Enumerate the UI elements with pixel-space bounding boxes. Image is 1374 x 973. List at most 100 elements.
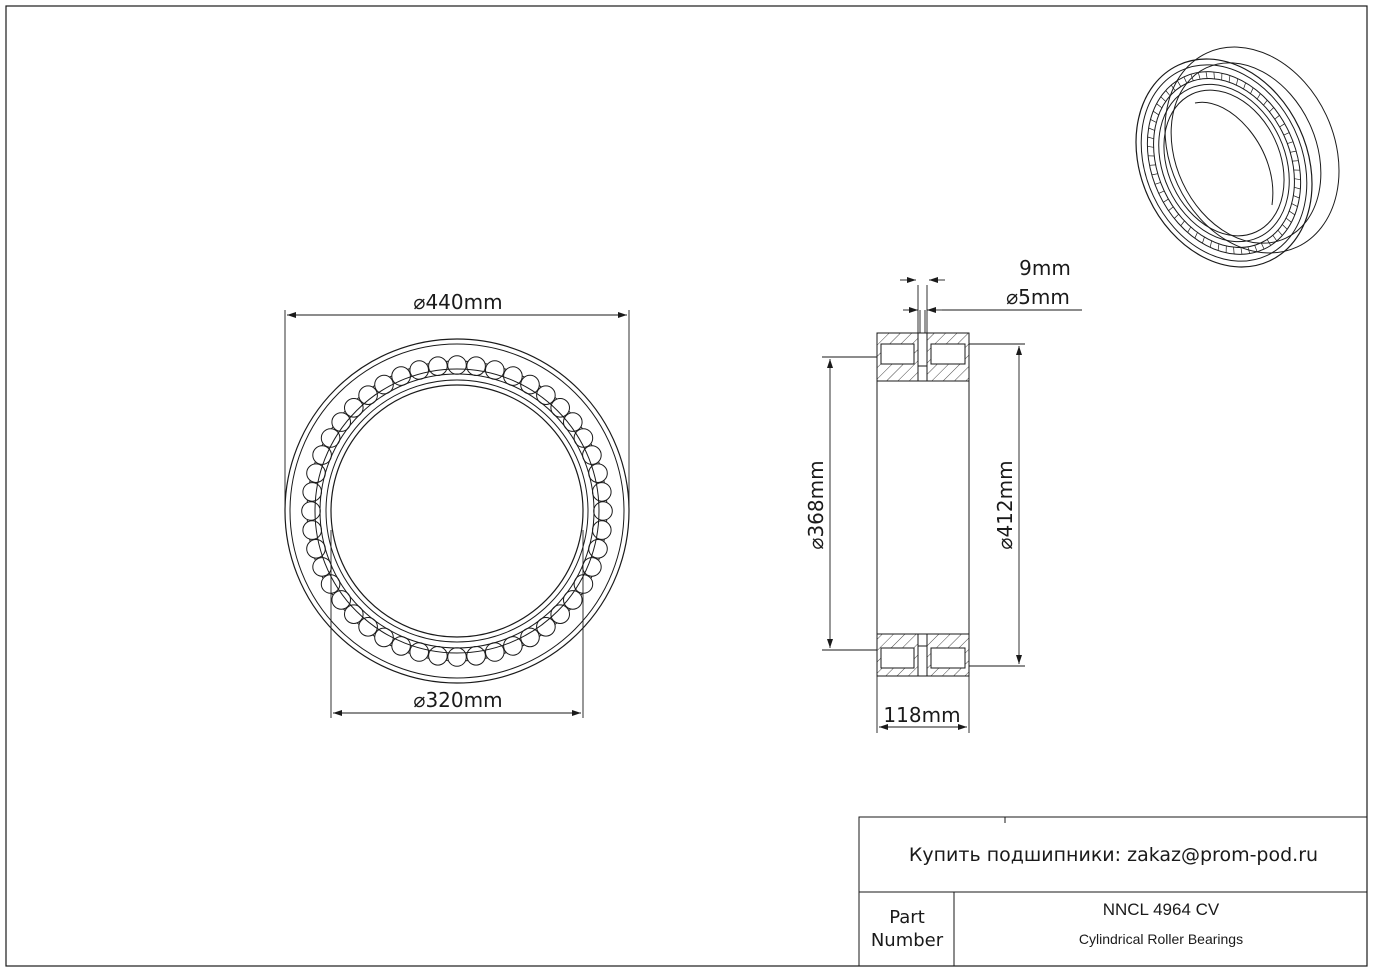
outer-diameter-value: 440mm [425,290,502,314]
iso-roller [1289,210,1295,216]
iso-roller [1266,239,1272,246]
title-block [858,816,1368,967]
diameter-symbol: ⌀ [413,290,425,314]
iso-roller [1293,195,1300,199]
roller [312,557,332,577]
roller [563,412,583,432]
roller-top-left [880,343,915,365]
iso-back-inner-edge [1170,62,1322,244]
diameter-symbol: ⌀ [413,688,425,712]
roller [302,520,323,540]
roller [391,366,411,386]
groove-width-label: 9mm [1019,256,1071,280]
iso-roller [1158,190,1165,194]
iso-roller [1217,243,1220,251]
roller [331,412,352,432]
iso-roller [1147,145,1154,148]
iso-roller [1274,115,1280,120]
iso-roller [1250,87,1254,94]
diameter-symbol: ⌀ [1006,285,1018,309]
iso-roller [1243,82,1246,90]
iso-roller [1187,226,1192,233]
front-view [284,338,630,684]
iso-bore-depth [1194,101,1274,206]
diameter-symbol: ⌀ [993,538,1017,550]
outer-diameter-label: ⌀440mm [413,290,502,314]
section-dimensions [822,277,1082,733]
iso-roller-outer [1146,71,1302,255]
iso-roller [1194,232,1198,239]
roller [536,617,556,637]
roller [503,366,523,386]
iso-roller [1202,236,1205,244]
roller [593,501,613,521]
roller [503,636,523,656]
iso-roller [1197,72,1201,80]
roller [592,482,612,502]
iso-inner-ring [1158,83,1290,243]
roller-bottom-right [930,647,966,669]
iso-roller [1156,103,1163,109]
iso-roller [1228,75,1231,83]
iso-roller [1233,247,1235,255]
iso-roller [1183,76,1188,84]
iso-bore-front [1163,89,1285,237]
width-label: 118mm [883,703,960,727]
iso-back-outer-edge [1164,46,1340,254]
iso-roller [1247,246,1251,254]
roller [428,646,448,666]
bore-edge [330,384,584,638]
iso-roller [1283,132,1290,136]
bore-diameter-label: ⌀320mm [413,688,502,712]
sheet-border [5,5,1368,967]
iso-roller [1291,203,1298,207]
part-name: NNCL 4964 CV [1102,900,1220,919]
iso-roller [1272,234,1278,242]
lube-hole-bottom [917,645,928,677]
iso-roller [1150,119,1157,123]
roller [582,445,602,465]
iso-roller [1176,80,1182,87]
roller [391,636,411,656]
iso-roller [1148,127,1155,131]
inner-race-diameter-value: 368mm [804,460,828,537]
part-description: Cylindrical Roller Bearings [1078,931,1244,947]
iso-roller [1180,220,1185,227]
roller [466,646,486,666]
bore-interior [876,380,970,635]
inner-raceway [314,368,600,654]
roller [331,590,352,610]
iso-roller [1269,107,1274,113]
iso-roller [1294,178,1301,181]
iso-roller [1165,90,1171,97]
iso-roller-ring [1147,71,1301,255]
outer-ring-edge [284,338,630,684]
iso-roller [1256,93,1261,100]
iso-roller [1263,99,1268,106]
iso-roller [1190,74,1194,81]
outer-race-diameter-label: ⌀412mm [993,460,1017,549]
roller [447,647,467,667]
diameter-symbol: ⌀ [804,538,828,550]
inner-ring-shoulder [319,373,595,649]
lube-hole-label: ⌀5mm [1006,285,1070,309]
iso-roller [1290,150,1297,153]
iso-roller [1260,242,1265,250]
iso-roller [1294,186,1301,190]
front-dimensions [284,310,630,718]
iso-roller [1277,229,1283,236]
iso-roller [1151,173,1158,176]
roller [550,604,571,625]
section-view [876,332,970,677]
iso-roller [1174,213,1179,219]
iso-front-outer-edge [1135,58,1313,268]
roller [344,604,364,625]
iso-roller [1287,141,1294,144]
outer-race-diameter-value: 412mm [993,460,1017,537]
outer-ring-chamfer [289,343,625,679]
part-number-label: Part Number [870,907,944,951]
roller-bottom-left [880,647,915,669]
roller [344,398,364,418]
roller [312,445,332,465]
